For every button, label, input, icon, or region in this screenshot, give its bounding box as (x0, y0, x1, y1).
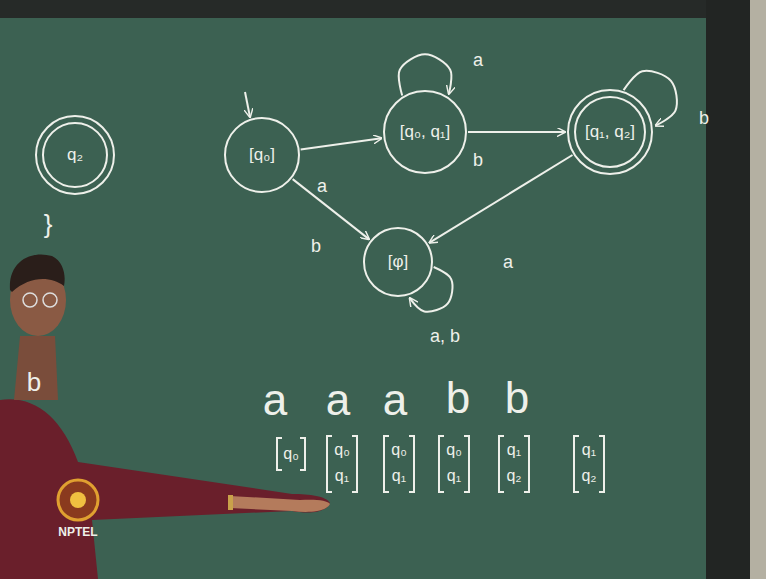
state-entry: q₂ (581, 467, 596, 485)
transition-label: b (311, 236, 321, 257)
transition-label: a (317, 176, 327, 197)
input-symbol: b (505, 373, 529, 423)
state-entry: q₁ (582, 441, 596, 459)
state-entry: q₁ (335, 467, 349, 485)
state-label: q₂ (67, 145, 83, 165)
start-arrow (245, 92, 250, 117)
column-brackets (277, 436, 604, 492)
self-loop (410, 267, 453, 312)
state-entry: q₁ (507, 441, 521, 459)
transition-arrow (293, 179, 369, 239)
board-frame-right (706, 0, 750, 579)
wall (750, 0, 766, 579)
state-label: [q₁, q₂] (585, 122, 635, 142)
state-entry: q₁ (447, 467, 461, 485)
state-entry: q₀ (334, 441, 350, 459)
state-label: [φ] (388, 252, 408, 272)
transition-arrow (301, 138, 382, 149)
state-entry: q₁ (392, 467, 406, 485)
state-circle: q₂ (35, 115, 115, 195)
transition-label: b (699, 108, 709, 129)
transition-label: a (503, 252, 513, 273)
state-label: [q₀, q₁] (400, 122, 451, 142)
transition-label: a (473, 50, 483, 71)
lecturer (0, 254, 330, 579)
state-circle: [φ] (363, 227, 433, 297)
transition-arrow (430, 155, 573, 243)
state-entry: q₀ (446, 441, 462, 459)
state-entry: q₂ (506, 467, 521, 485)
state-circle: [q₁, q₂] (567, 89, 653, 175)
transition-label: a, b (430, 326, 460, 347)
state-circle: [q₀, q₁] (383, 90, 467, 174)
transition-label: b (473, 150, 483, 171)
board-frame-top (0, 0, 766, 18)
watermark: NPTEL (58, 525, 97, 539)
input-symbol: b (446, 373, 470, 423)
self-loop (399, 54, 452, 95)
state-entry: q₀ (391, 441, 407, 459)
chalk-fragment: b (27, 367, 41, 398)
state-circle: [q₀] (224, 117, 300, 193)
state-entry: q₀ (283, 445, 299, 463)
input-symbol: a (263, 375, 287, 425)
nptel-logo (58, 480, 98, 520)
state-label: [q₀] (249, 145, 275, 165)
input-symbol: a (326, 375, 350, 425)
transition-arrow (468, 131, 565, 133)
input-symbol: a (383, 375, 407, 425)
chalk-fragment: } (44, 209, 53, 240)
